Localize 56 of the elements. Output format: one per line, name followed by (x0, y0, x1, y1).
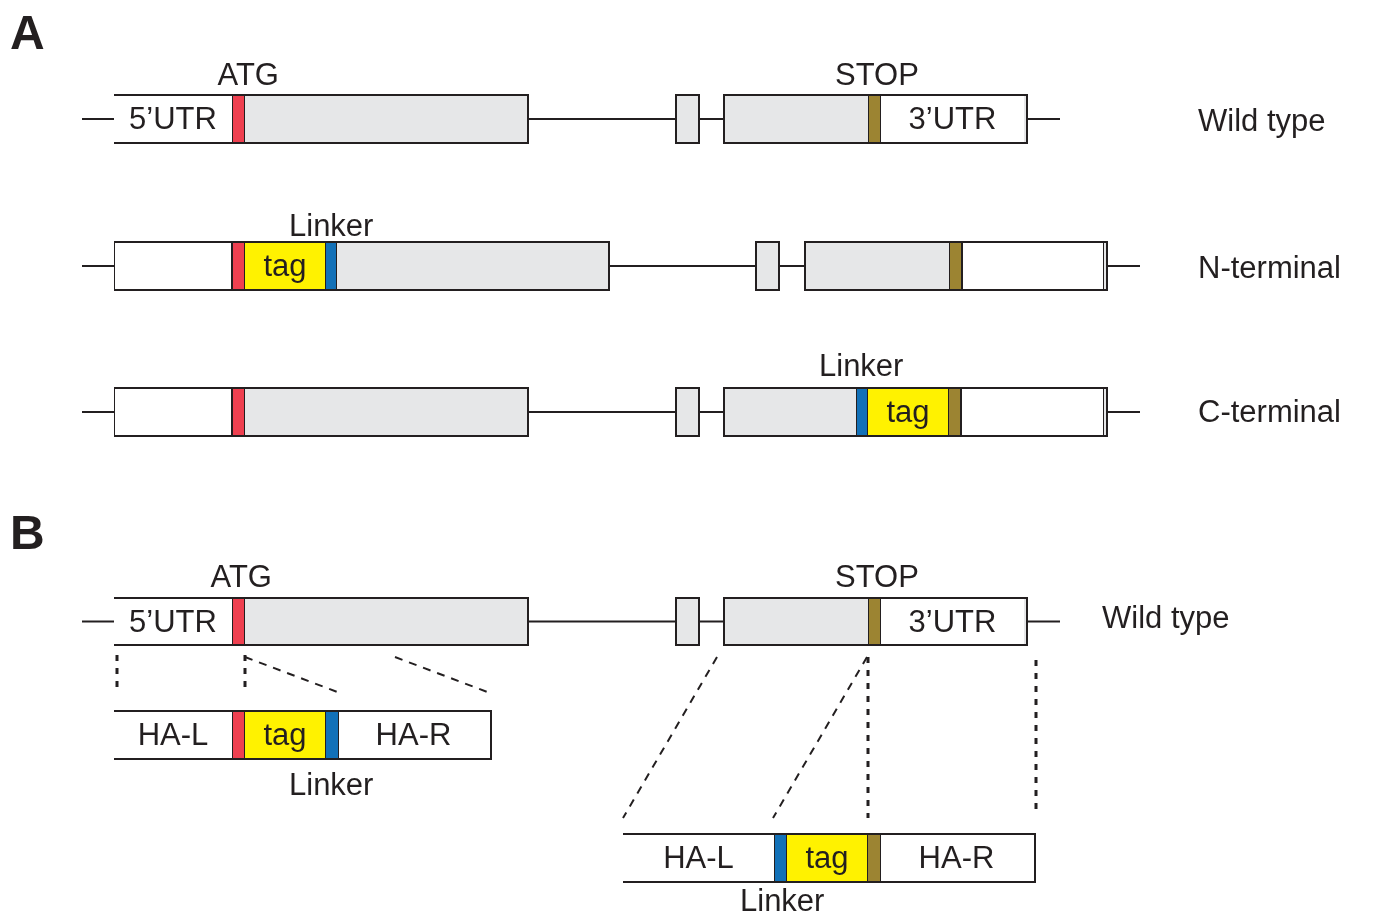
utr-segment (114, 389, 232, 435)
row-label: N-terminal (1198, 251, 1341, 283)
gene-segment: 5’UTR (114, 599, 232, 644)
intron-line (609, 265, 756, 267)
codon-label: ATG (217, 58, 279, 90)
donor-construct-box (623, 833, 1036, 883)
donor-construct-box (114, 710, 492, 760)
panel-label: B (10, 509, 45, 557)
utr-segment (961, 389, 1104, 435)
codon-label: STOP (835, 58, 919, 90)
codon-label: STOP (835, 560, 919, 592)
exon-box (675, 597, 700, 646)
row-label: Wild type (1102, 601, 1230, 633)
gene-segment: 5’UTR (114, 96, 232, 142)
intron-line (699, 118, 724, 120)
intron-line (1027, 118, 1061, 120)
exon-box (675, 387, 700, 437)
intron-line (528, 118, 676, 120)
linker-label: Linker (289, 209, 374, 241)
codon-label: ATG (210, 560, 272, 592)
intron-line (81, 118, 115, 120)
exon-box (114, 94, 529, 144)
linker-label: Linker (740, 884, 825, 916)
intron-line (1027, 620, 1061, 623)
linker-label: Linker (819, 349, 904, 381)
tag-segment: tag (245, 243, 325, 289)
intron-line (81, 265, 115, 267)
intron-line (528, 620, 676, 623)
exon-box (114, 387, 529, 437)
tag-segment: tag (868, 389, 948, 435)
intron-line (779, 265, 805, 267)
exon-box (755, 241, 780, 291)
exon-box (723, 94, 1028, 144)
intron-line (81, 411, 115, 413)
exon-box (723, 387, 1108, 437)
row-label: C-terminal (1198, 395, 1341, 427)
exon-box (675, 94, 700, 144)
panel-label: A (10, 9, 45, 57)
exon-box (804, 241, 1108, 291)
gene-segment: 3’UTR (881, 96, 1024, 142)
intron-line (81, 620, 115, 623)
linker-label: Linker (289, 768, 374, 800)
tag-segment: tag (245, 712, 325, 758)
exon-box (114, 597, 529, 646)
utr-segment (114, 243, 232, 289)
exon-box (114, 241, 610, 291)
intron-line (1107, 411, 1141, 413)
tag-segment: tag (787, 835, 867, 881)
intron-line (699, 411, 724, 413)
intron-line (699, 620, 724, 623)
intron-line (528, 411, 676, 413)
intron-line (1107, 265, 1141, 267)
utr-segment (962, 243, 1104, 289)
exon-box (723, 597, 1028, 646)
gene-segment: 3’UTR (881, 599, 1024, 644)
row-label: Wild type (1198, 104, 1326, 136)
